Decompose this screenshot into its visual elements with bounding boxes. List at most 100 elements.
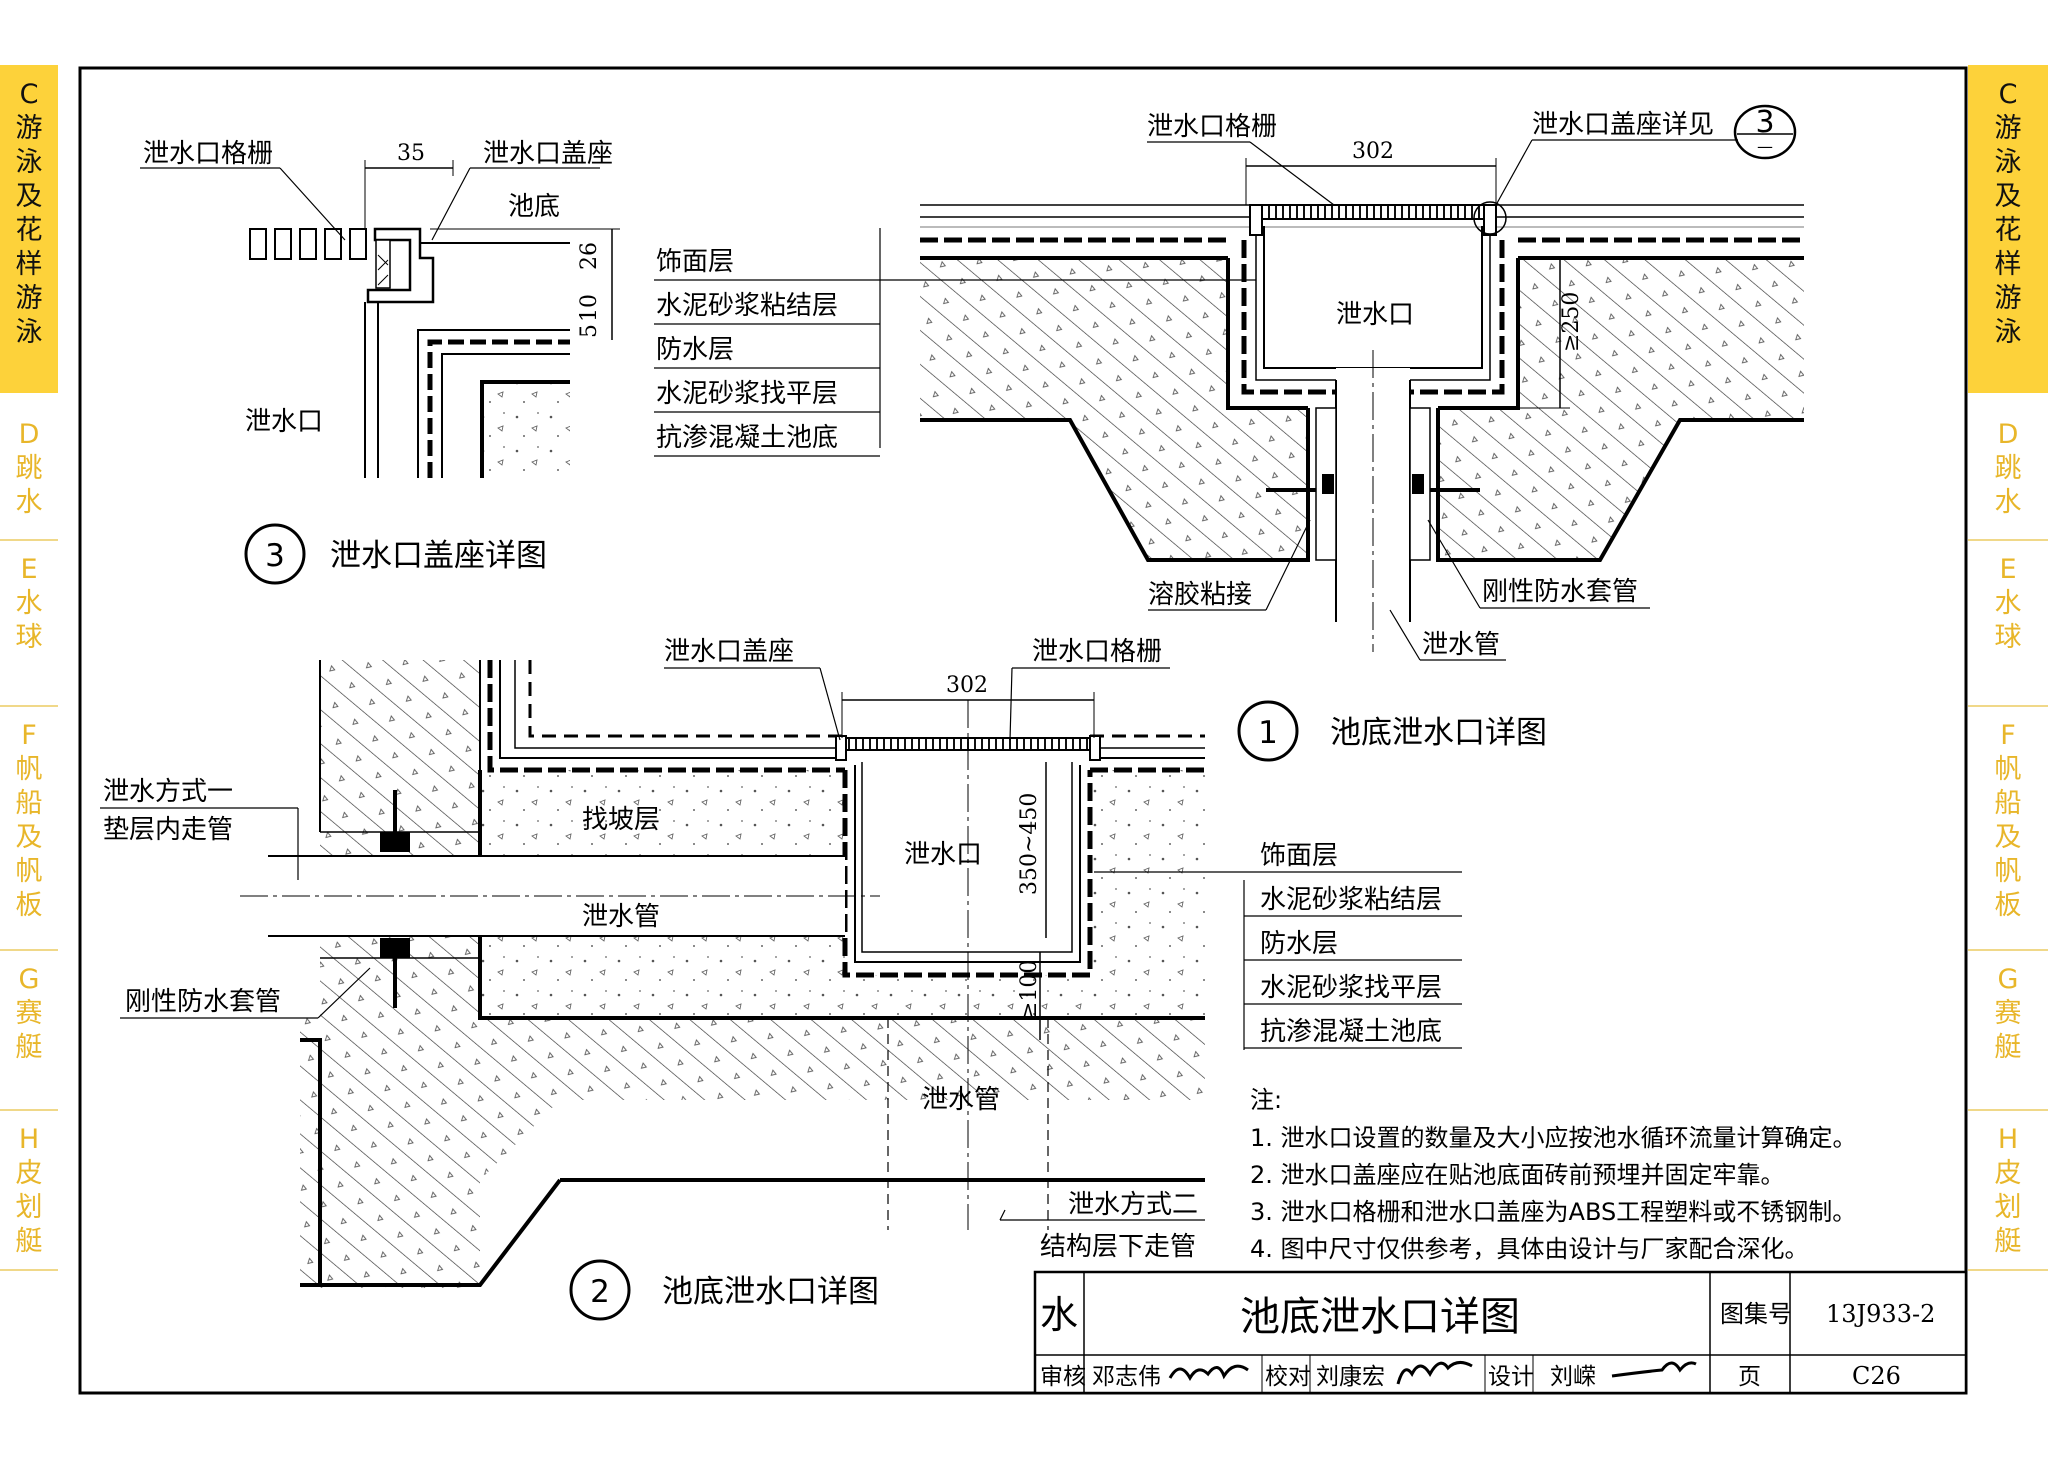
signature-reviewer — [1168, 1364, 1249, 1382]
side-tab-label: 水球 — [1995, 588, 2022, 653]
side-tab-label: 帆船及帆板 — [16, 754, 43, 921]
side-tab-letter: D — [19, 419, 40, 450]
side-tab-d[interactable]: D跳水 — [16, 419, 43, 518]
ref-num: 3 — [1755, 105, 1774, 140]
note-item: 4. 图中尺寸仅供参考，具体由设计与厂家配合深化。 — [1250, 1235, 1809, 1263]
side-tab-e[interactable]: E水球 — [16, 554, 43, 653]
tb-atlas-no: 13J933-2 — [1826, 1300, 1935, 1328]
side-tab-label: 跳水 — [16, 453, 43, 518]
side-tab-label: 赛艇 — [1995, 998, 2022, 1063]
label-glue: 溶胶粘接 — [1148, 580, 1252, 610]
label-seat: 泄水口盖座 — [483, 139, 613, 169]
detail-3-title: 泄水口盖座详图 — [330, 538, 547, 574]
tab-bg-active — [0, 65, 58, 393]
side-tab-e[interactable]: E水球 — [1995, 554, 2022, 653]
tb-reviewer: 邓志伟 — [1092, 1364, 1161, 1390]
detail-1-title: 池底泄水口详图 — [1330, 715, 1547, 751]
dim-35: 35 — [397, 141, 425, 166]
side-tab-letter: H — [1998, 1124, 2018, 1155]
label-drain-d2: 泄水口 — [904, 840, 982, 870]
detail-2-title: 池底泄水口详图 — [662, 1274, 879, 1310]
side-tab-label: 赛艇 — [16, 998, 43, 1063]
label-method1-a: 泄水方式一 — [103, 777, 233, 807]
label-sleeve-d2: 刚性防水套管 — [125, 987, 281, 1017]
side-tab-letter: G — [1998, 964, 2019, 995]
grille-1 — [1259, 204, 1487, 220]
sheet-border — [78, 66, 1968, 1395]
side-tab-f[interactable]: F 帆船及帆板 — [16, 720, 43, 921]
side-tab-label: 跳水 — [1995, 453, 2022, 518]
dim-5: 5 — [577, 324, 602, 338]
tb-check-label: 校对 — [1265, 1364, 1311, 1390]
side-tab-label: 游泳及花样游泳 — [1995, 113, 2022, 348]
label-method2-a: 泄水方式二 — [1068, 1190, 1198, 1220]
dim-10: 10 — [577, 294, 602, 322]
tb-category: 水 — [1040, 1293, 1078, 1337]
tb-review-label: 审核 — [1040, 1364, 1086, 1390]
label-seat-ref: 泄水口盖座详见 — [1532, 110, 1714, 140]
layer-label: 水泥砂浆粘结层 — [1260, 885, 1442, 915]
side-tab-letter: C — [1999, 79, 2018, 110]
side-tab-label: 皮划艇 — [16, 1158, 43, 1257]
detail-3: 35 26 10 5 泄水口格栅 泄水口盖座 池底 泄水口 3 泄水口盖座详图 — [140, 139, 620, 585]
side-tab-letter: F — [21, 720, 37, 751]
label-grille-d1: 泄水口格栅 — [1147, 112, 1277, 142]
side-tab-g[interactable]: G赛艇 — [1995, 964, 2022, 1063]
detail-2: 302 350~450 ≥100 泄水口盖座 泄水口格栅 泄水方式一 垫层内走管… — [100, 637, 1462, 1321]
label-method2-b: 结构层下走管 — [1040, 1232, 1196, 1262]
note-item: 2. 泄水口盖座应在贴池底面砖前预埋并固定牢靠。 — [1250, 1161, 1785, 1189]
layer-label: 抗渗混凝土池底 — [656, 423, 838, 453]
layer-label: 防水层 — [656, 335, 734, 365]
dim-302-d2: 302 — [946, 673, 988, 698]
label-drain: 泄水口 — [245, 407, 323, 437]
detail-1: 302 ≥250 泄水口格栅 泄水口盖座详见 3 — 泄水口 饰面层水泥砂浆粘结… — [654, 104, 1804, 762]
side-tab-letter: E — [1999, 554, 2016, 585]
layer-label: 水泥砂浆找平层 — [1260, 973, 1442, 1003]
concrete-bottom — [920, 258, 1804, 560]
side-tab-g[interactable]: G赛艇 — [16, 964, 43, 1063]
side-tab-label: 游泳及花样游泳 — [16, 113, 43, 348]
label-grille: 泄水口格栅 — [143, 139, 273, 169]
label-slope: 找坡层 — [582, 805, 660, 835]
notes-list: 1. 泄水口设置的数量及大小应按池水循环流量计算确定。 2. 泄水口盖座应在贴池底… — [1250, 1124, 1857, 1263]
label-method1-b: 垫层内走管 — [103, 815, 233, 845]
side-tab-c[interactable]: C 游泳及花样游泳 — [1995, 79, 2022, 348]
dim-26: 26 — [577, 242, 602, 270]
label-pipe-d1: 泄水管 — [1422, 630, 1500, 660]
layer-label: 水泥砂浆粘结层 — [656, 291, 838, 321]
layer-label: 饰面层 — [1260, 841, 1338, 871]
note-item: 1. 泄水口设置的数量及大小应按池水循环流量计算确定。 — [1250, 1124, 1857, 1152]
tb-design-label: 设计 — [1488, 1364, 1534, 1390]
tb-atlas-label: 图集号 — [1720, 1300, 1792, 1328]
label-sleeve-d1: 刚性防水套管 — [1482, 577, 1638, 607]
side-tab-h[interactable]: H 皮划艇 — [16, 1124, 43, 1257]
ref-sheet: — — [1757, 137, 1773, 156]
side-tab-letter: E — [20, 554, 37, 585]
side-tab-letter: G — [19, 964, 40, 995]
label-pipe2-d2: 泄水管 — [922, 1085, 1000, 1115]
dim-100: ≥100 — [1017, 960, 1042, 1020]
side-tab-letter: F — [2000, 720, 2016, 751]
side-tab-d[interactable]: D跳水 — [1995, 419, 2022, 518]
label-seat-d2: 泄水口盖座 — [664, 637, 794, 667]
notes: 注: 1. 泄水口设置的数量及大小应按池水循环流量计算确定。2. 泄水口盖座应在… — [1250, 1086, 1857, 1263]
note-item: 3. 泄水口格栅和泄水口盖座为ABS工程塑料或不锈钢制。 — [1250, 1198, 1856, 1226]
side-tab-label: 皮划艇 — [1995, 1158, 2022, 1257]
tb-designer: 刘嵘 — [1550, 1364, 1596, 1390]
title-block: 水 池底泄水口详图 图集号 13J933-2 审核 邓志伟 校对 刘康宏 设计 … — [1033, 1270, 1968, 1395]
side-tab-letter: D — [1998, 419, 2019, 450]
side-tab-h[interactable]: H 皮划艇 — [1995, 1124, 2022, 1257]
side-tab-letter: H — [19, 1124, 39, 1155]
tab-bg-active — [1968, 65, 2048, 393]
label-drain-d1: 泄水口 — [1336, 300, 1414, 330]
tb-title: 池底泄水口详图 — [1240, 1294, 1520, 1340]
dim-250: ≥250 — [1559, 292, 1584, 352]
